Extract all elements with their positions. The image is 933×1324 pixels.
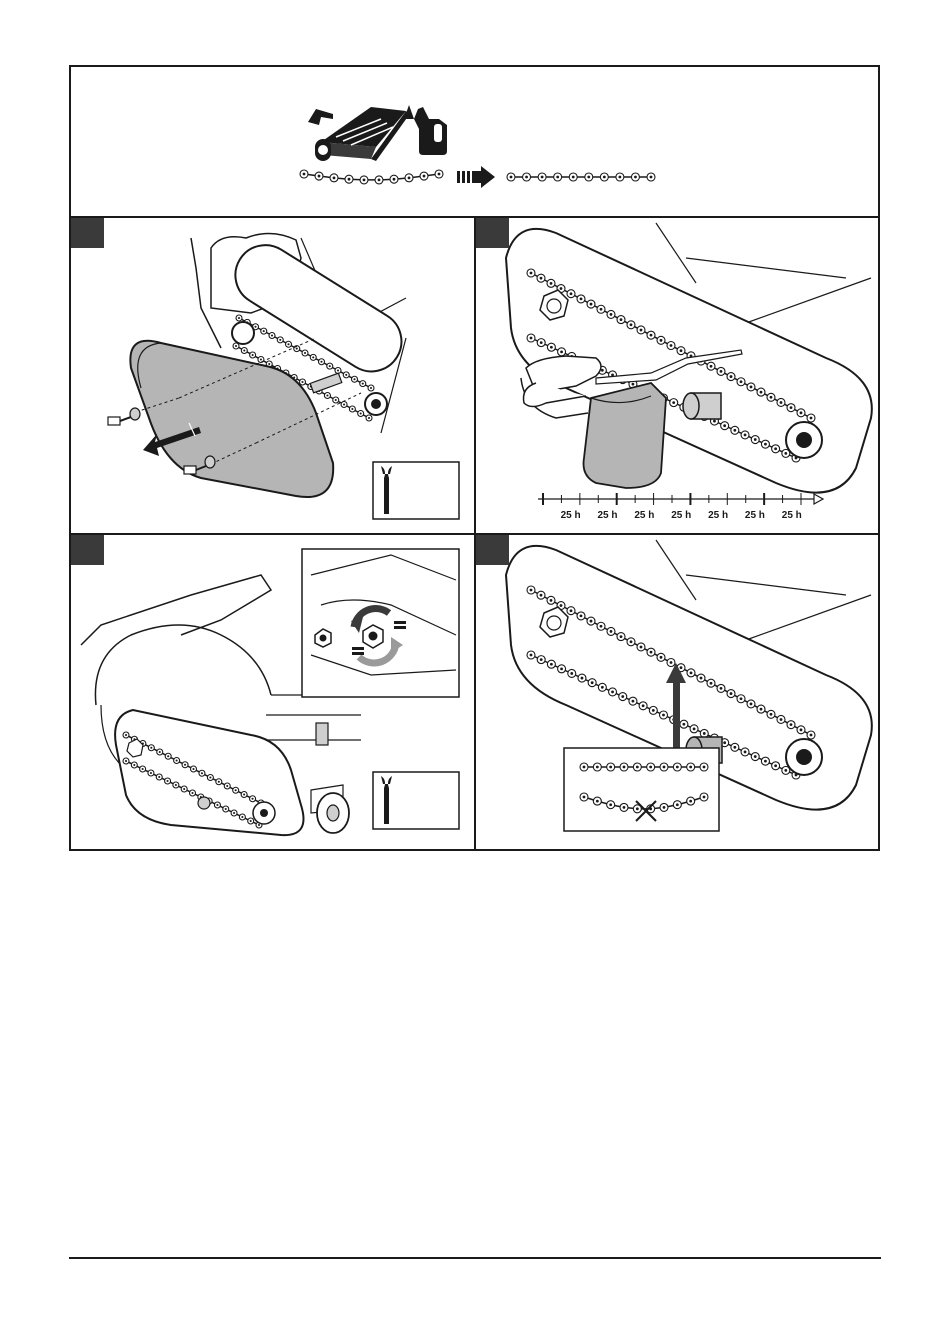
chain-tension-comparison [564,748,719,831]
bolt-upper [108,408,140,425]
nut-adjust-inset [302,549,459,697]
arrow-right-icon [457,166,495,188]
brush-unit-icon [308,107,409,161]
wrench-icon [373,462,459,519]
step-badge-3 [71,535,104,565]
instruction-frame: 25 h 25 h 25 h 25 h 25 h 25 h 25 h [69,65,880,851]
header-panel [71,67,878,216]
interval-label: 25 h [561,510,581,521]
panel-check-tension [476,535,878,851]
maintenance-timeline: 25 h 25 h 25 h 25 h 25 h 25 h 25 h [538,493,823,521]
interval-label: 25 h [745,510,765,521]
oil-can-icon [404,105,447,155]
interval-label: 25 h [671,510,691,521]
interval-label: 25 h [782,510,802,521]
step-badge-1 [71,218,104,248]
panel-lubricate-chain: 25 h 25 h 25 h 25 h 25 h 25 h 25 h [476,218,878,533]
panel-loosen-nuts [71,535,474,851]
interval-label: 25 h [597,510,617,521]
interval-label: 25 h [708,510,728,521]
panel-remove-cover [71,218,474,533]
step-badge-4 [476,535,509,565]
interval-label: 25 h [634,510,654,521]
slack-chain-icon [300,170,443,184]
tight-chain-icon [507,173,655,181]
wrench-icon [373,772,459,829]
footer-rule [69,1257,881,1259]
step-badge-2 [476,218,509,248]
